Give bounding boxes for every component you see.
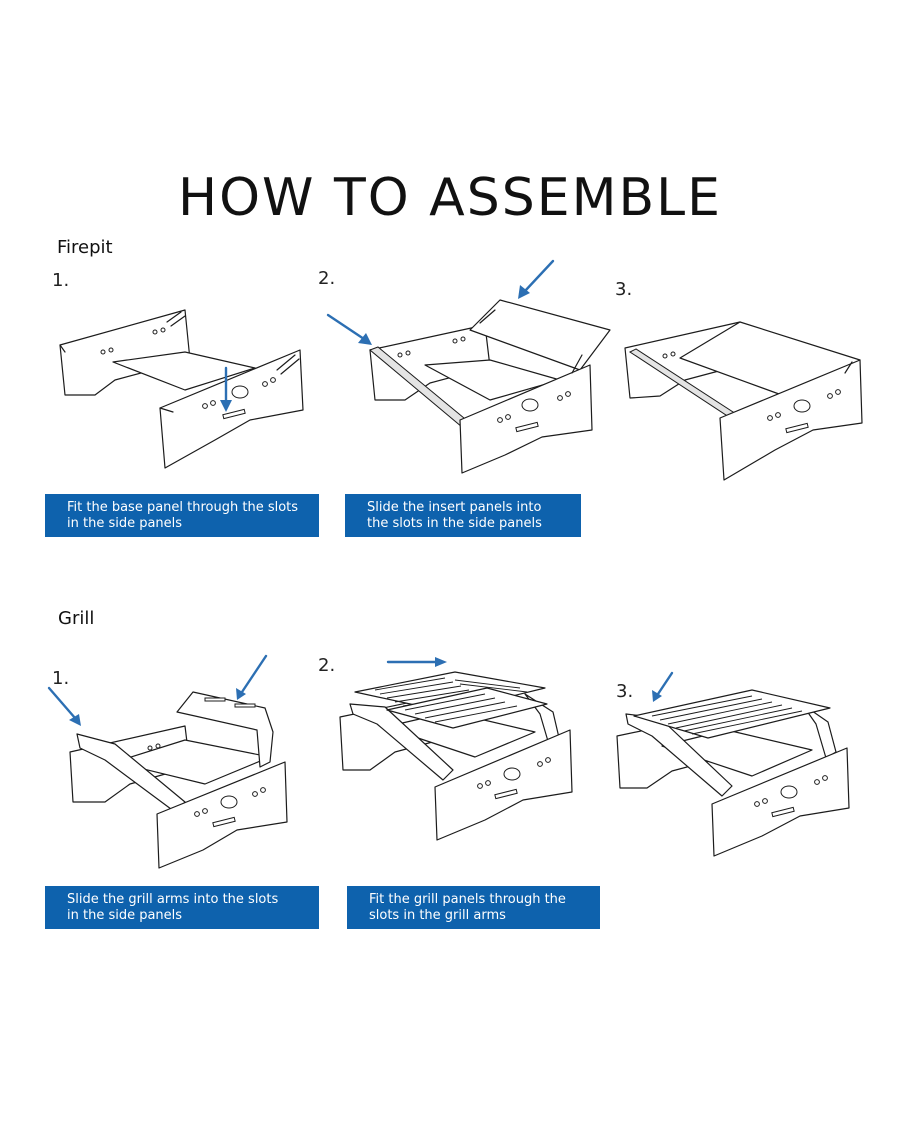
caption-line: in the side panels <box>67 515 183 531</box>
firepit-step-3-number: 3. <box>615 279 633 300</box>
grill-step-2-number: 2. <box>318 655 336 676</box>
grill-step-2-illustration <box>335 652 575 852</box>
firepit-step-2-illustration <box>320 255 620 480</box>
firepit-step-3-illustration <box>620 318 870 488</box>
page-title: HOW TO ASSEMBLE <box>177 168 722 228</box>
firepit-heading: Firepit <box>57 237 113 258</box>
caption-line: Slide the insert panels into <box>367 499 542 515</box>
grill-heading: Grill <box>58 608 95 629</box>
firepit-step-1-illustration <box>55 300 315 480</box>
caption-line: the slots in the side panels <box>367 515 542 531</box>
grill-step-1-illustration <box>45 652 295 872</box>
firepit-step-1-number: 1. <box>52 270 70 291</box>
grill-step-2-caption: Fit the grill panels through the slots i… <box>347 886 600 929</box>
caption-line: Fit the base panel through the slots <box>67 499 299 515</box>
caption-line: in the side panels <box>67 907 183 923</box>
firepit-step-2-caption: Slide the insert panels into the slots i… <box>345 494 581 537</box>
grill-step-3-number: 3. <box>616 681 634 702</box>
grill-step-1-caption: Slide the grill arms into the slots in t… <box>45 886 319 929</box>
firepit-step-2-number: 2. <box>318 268 336 289</box>
grill-step-1-number: 1. <box>52 668 70 689</box>
grill-step-3-illustration <box>612 668 852 863</box>
caption-line: Fit the grill panels through the <box>369 891 566 907</box>
firepit-step-1-caption: Fit the base panel through the slots in … <box>45 494 319 537</box>
caption-line: slots in the grill arms <box>369 907 506 923</box>
caption-line: Slide the grill arms into the slots <box>67 891 279 907</box>
